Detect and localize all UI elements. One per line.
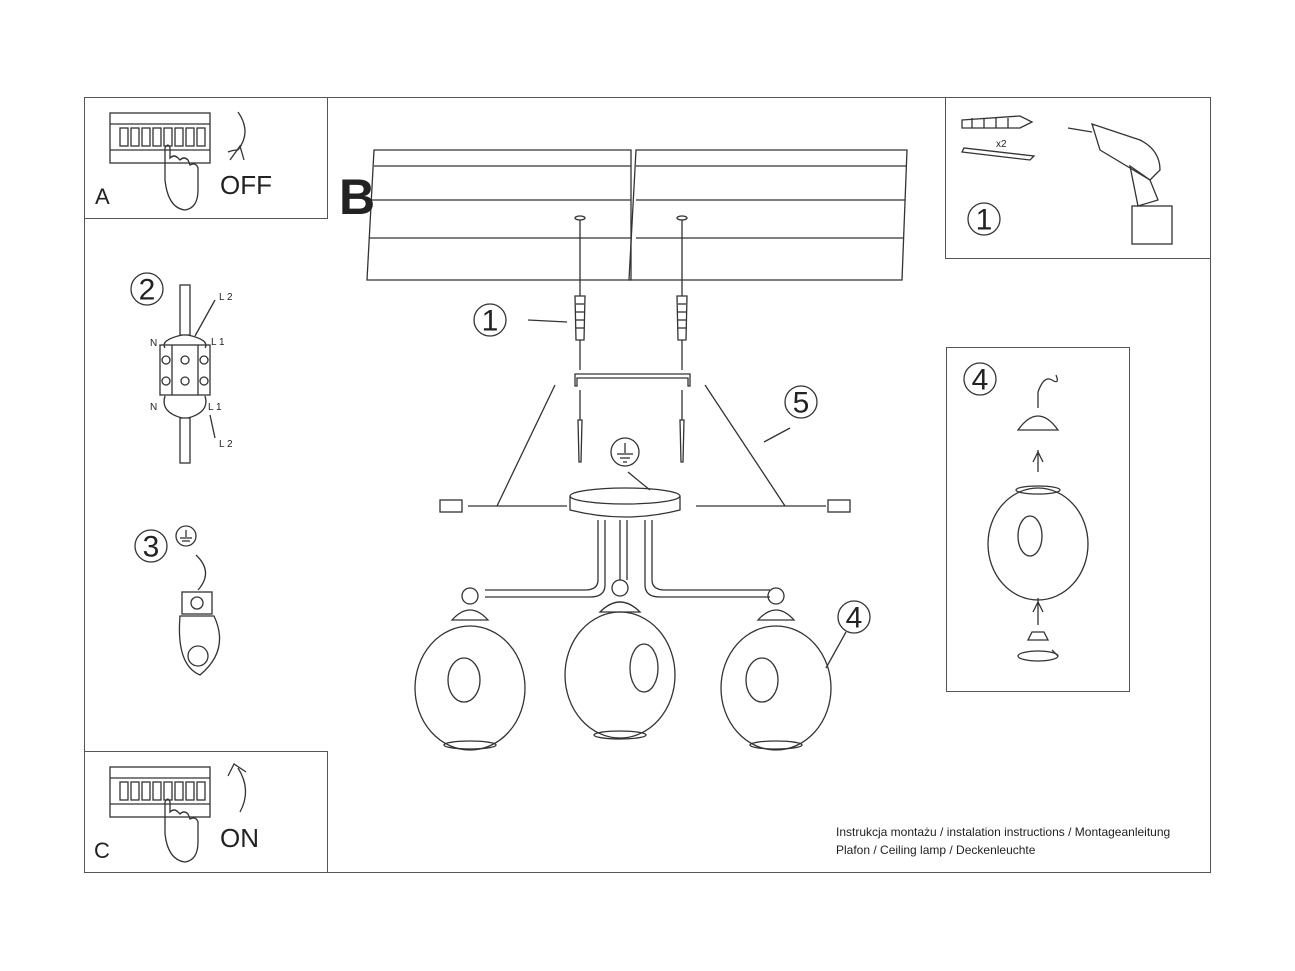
wiring-label-l2-bottom: L 2 bbox=[219, 439, 233, 450]
screw-step-number: 1 bbox=[482, 305, 499, 338]
ground-symbol-icon bbox=[610, 437, 651, 491]
arrow-icon bbox=[227, 111, 246, 161]
drill-icon bbox=[1067, 122, 1173, 245]
wiring-label-l1-bottom: L 1 bbox=[208, 402, 222, 413]
wiring-label-n-top: N bbox=[150, 338, 157, 349]
step-a-letter: A bbox=[95, 184, 110, 209]
glass-step-number: 4 bbox=[846, 602, 863, 635]
ground-symbol-icon bbox=[175, 525, 221, 676]
lamp-glass-icon bbox=[414, 587, 526, 751]
step-b-letter: B bbox=[339, 169, 376, 225]
step-circle bbox=[963, 362, 997, 396]
panel-a-power-off bbox=[84, 97, 328, 219]
lamp-glass-icon bbox=[564, 579, 676, 740]
glass-detail-step-number: 4 bbox=[972, 364, 989, 397]
mounting-bracket bbox=[439, 373, 851, 513]
panel-c-power-on bbox=[84, 751, 328, 873]
terminal-block-icon bbox=[159, 284, 216, 464]
hand-icon bbox=[164, 798, 199, 863]
step-c-letter: C bbox=[94, 838, 110, 863]
wiring-label-n-bottom: N bbox=[150, 402, 157, 413]
power-off-label: OFF bbox=[220, 170, 272, 200]
lamp-glass-icon bbox=[720, 587, 847, 751]
wiring-step-number: 2 bbox=[139, 274, 156, 307]
wiring-label-l2-top: L 2 bbox=[219, 292, 233, 303]
arrow-icon bbox=[227, 763, 247, 813]
step-circle bbox=[134, 529, 168, 563]
ground-step-number: 3 bbox=[143, 531, 160, 564]
breaker-panel-icon bbox=[109, 766, 211, 818]
ceiling-surface bbox=[366, 149, 908, 281]
dowel-icon bbox=[527, 220, 688, 370]
wiring-label-l1-top: L 1 bbox=[211, 337, 225, 348]
lamp-body bbox=[485, 487, 770, 598]
step-circle bbox=[967, 202, 1001, 236]
power-on-label: ON bbox=[220, 823, 259, 853]
lamp-glass-icon bbox=[987, 374, 1089, 662]
screw-icon bbox=[961, 147, 1036, 161]
breaker-panel-icon bbox=[109, 112, 211, 164]
dowel-icon bbox=[961, 115, 1034, 129]
mount-step-number: 5 bbox=[793, 387, 810, 420]
dowel-quantity: x2 bbox=[996, 139, 1007, 150]
panel-tools bbox=[945, 97, 1211, 259]
drill-step-number: 1 bbox=[976, 204, 993, 237]
step-circle bbox=[130, 272, 164, 306]
step-circle bbox=[784, 385, 818, 419]
footer-instructions-title: Instrukcja montażu / instalation instruc… bbox=[836, 825, 1171, 839]
step-circle bbox=[837, 600, 871, 634]
footer-product-type: Plafon / Ceiling lamp / Deckenleuchte bbox=[836, 843, 1036, 857]
hand-icon bbox=[164, 144, 199, 211]
step-circle bbox=[473, 303, 507, 337]
